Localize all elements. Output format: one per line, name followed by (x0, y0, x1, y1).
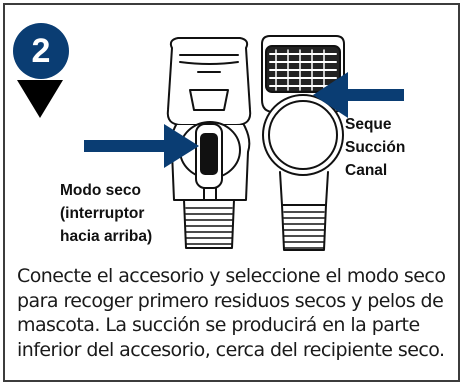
down-arrow-icon (17, 80, 63, 118)
attachment-front-illustration (166, 37, 252, 249)
step-number: 2 (31, 31, 51, 70)
attachment-back-illustration (261, 35, 345, 251)
pointer-arrow-icon (84, 72, 404, 168)
dry-suction-channel-label: Seque Succión Canal (345, 116, 406, 179)
step-number-badge: 2 (13, 23, 69, 79)
instruction-text: Conecte el accesorio y seleccione el mod… (17, 265, 446, 361)
dry-mode-label: Modo seco (interruptor hacia arriba) (60, 182, 153, 245)
